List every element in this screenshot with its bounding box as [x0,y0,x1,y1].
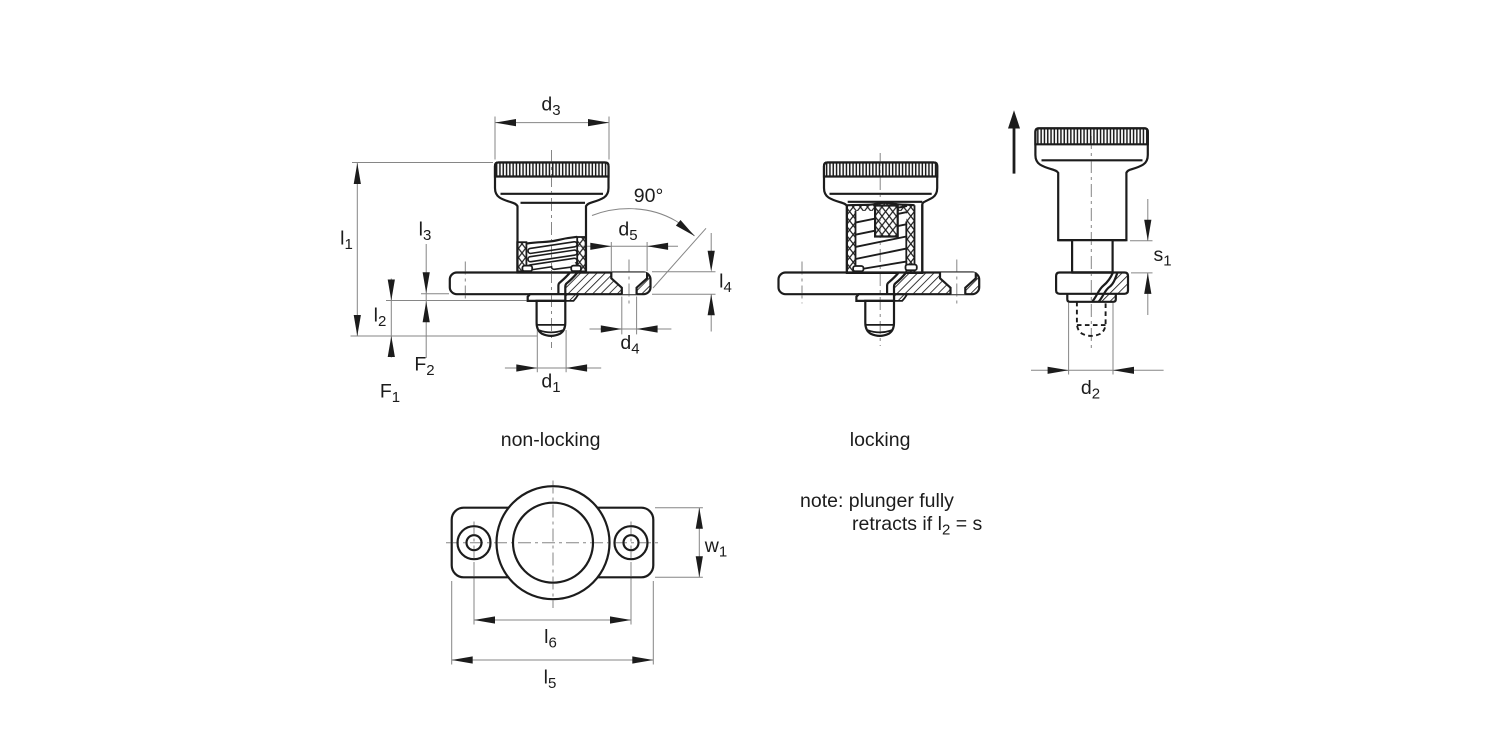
svg-text:note: plunger fully: note: plunger fully [800,490,954,512]
svg-text:retracts if l2 = s: retracts if l2 = s [852,513,983,539]
svg-text:90°: 90° [634,185,664,207]
svg-text:locking: locking [850,429,911,451]
svg-text:non-locking: non-locking [501,429,601,451]
